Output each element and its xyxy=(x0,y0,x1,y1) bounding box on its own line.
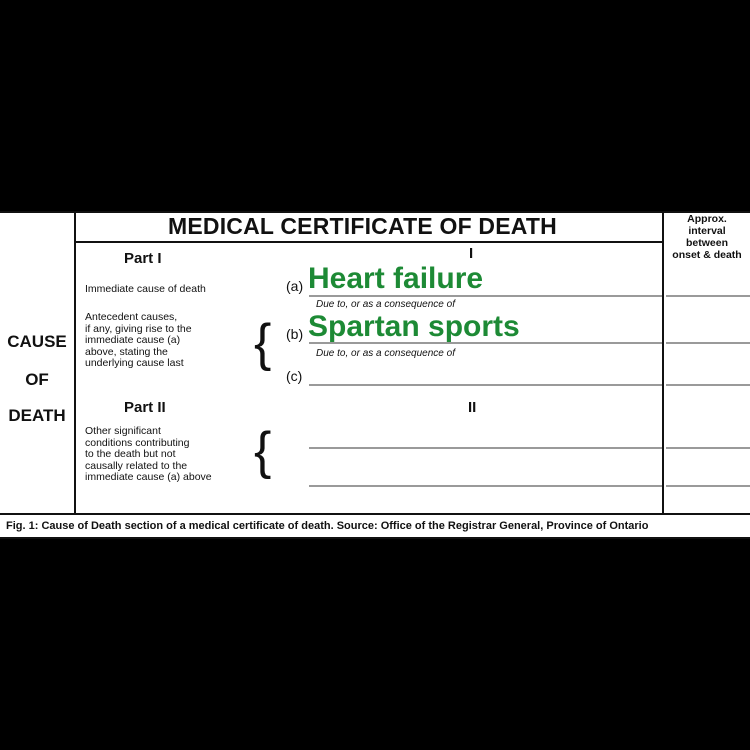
side-label-of: OF xyxy=(25,370,49,389)
handwritten-entry-a: Heart failure xyxy=(308,262,484,295)
handwritten-entry-b: Spartan sports xyxy=(308,310,520,343)
side-label-cause: CAUSE xyxy=(7,332,67,351)
line-c-label: (c) xyxy=(286,368,303,384)
antecedent-causes-label: Antecedent causes, if any, giving rise t… xyxy=(85,311,192,369)
part2-approx-line-1 xyxy=(666,447,750,449)
side-column-divider xyxy=(74,211,76,513)
part2-roman-marker: II xyxy=(468,399,477,416)
part2-heading: Part II xyxy=(124,399,166,416)
approx-interval-header: Approx. interval between onset & death xyxy=(672,213,742,261)
approx-line-b xyxy=(666,342,750,344)
form-top-border xyxy=(0,211,750,213)
due-to-label-a: Due to, or as a consequence of xyxy=(316,299,455,310)
antecedent-brace: { xyxy=(254,314,272,372)
part2-entry-line-2 xyxy=(309,485,662,487)
due-to-label-b: Due to, or as a consequence of xyxy=(316,348,455,359)
part1-roman-marker: I xyxy=(469,245,474,262)
title-underline xyxy=(76,241,663,243)
immediate-cause-label: Immediate cause of death xyxy=(85,283,206,295)
caption-top-border xyxy=(0,513,750,515)
approx-line-a xyxy=(666,295,750,297)
approx-line-c xyxy=(666,384,750,386)
death-certificate-form: MEDICAL CERTIFICATE OF DEATH Approx. int… xyxy=(0,211,750,539)
entry-line-b xyxy=(309,342,662,344)
part2-entry-line-1 xyxy=(309,447,662,449)
approx-column-divider xyxy=(662,211,664,513)
part2-brace: { xyxy=(254,422,272,480)
certificate-title: MEDICAL CERTIFICATE OF DEATH xyxy=(168,213,557,239)
line-b-label: (b) xyxy=(286,326,304,342)
entry-line-c xyxy=(309,384,662,386)
form-bottom-border xyxy=(0,537,750,539)
entry-line-a xyxy=(309,295,662,297)
figure-caption: Fig. 1: Cause of Death section of a medi… xyxy=(6,520,649,532)
line-a-label: (a) xyxy=(286,278,304,294)
part2-approx-line-2 xyxy=(666,485,750,487)
part1-heading: Part I xyxy=(124,250,162,267)
side-label-death: DEATH xyxy=(8,406,66,425)
part2-conditions-label: Other significant conditions contributin… xyxy=(85,425,212,483)
